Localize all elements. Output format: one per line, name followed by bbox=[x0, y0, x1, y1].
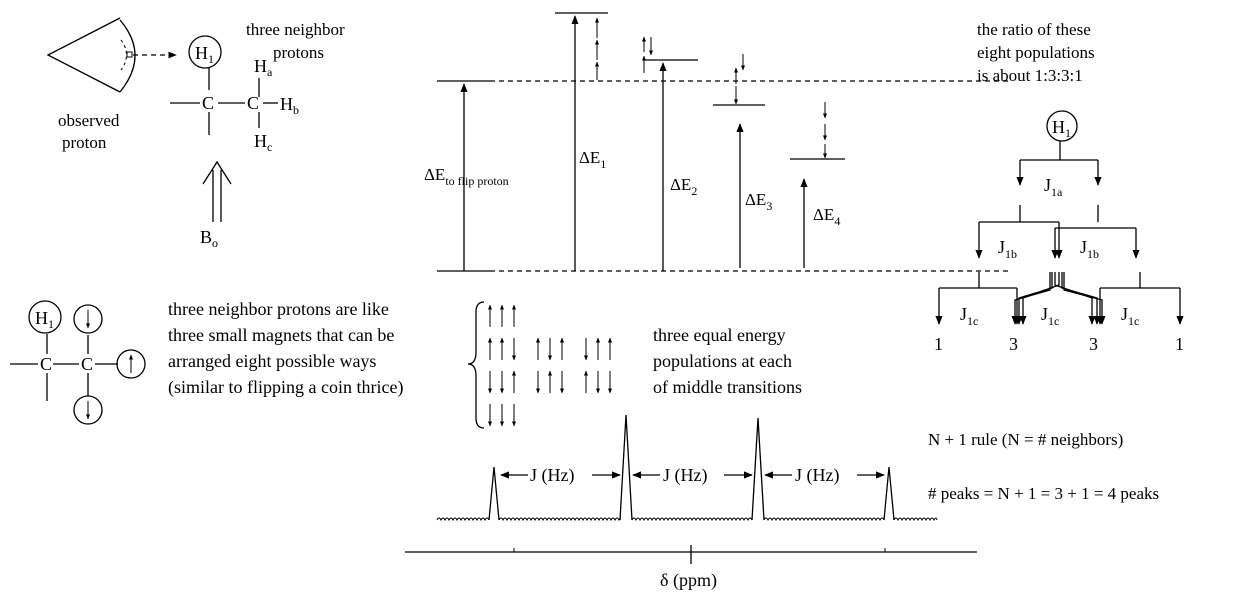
rule-text-2: # peaks = N + 1 = 3 + 1 = 4 peaks bbox=[928, 484, 1159, 503]
j-label-3: J (Hz) bbox=[795, 465, 839, 486]
intensity-1: 1 bbox=[934, 334, 943, 354]
brace-icon bbox=[467, 301, 485, 429]
intensity-2: 3 bbox=[1009, 334, 1018, 354]
j1b-label-left: J bbox=[998, 237, 1005, 257]
ha-atom: H bbox=[254, 56, 267, 76]
svg-text:Hc: Hc bbox=[254, 131, 272, 154]
spectrum-peaks bbox=[488, 414, 895, 521]
h1-atom-2: H bbox=[35, 308, 48, 328]
carbon-1: C bbox=[202, 93, 214, 113]
hb-atom: H bbox=[280, 94, 293, 114]
svg-text:ΔE1: ΔE1 bbox=[579, 148, 606, 171]
svg-text:J1c: J1c bbox=[1041, 304, 1059, 328]
neighbor-label-1: three neighbor bbox=[246, 20, 345, 39]
ratio-text-3: is about 1:3:3:1 bbox=[977, 66, 1083, 85]
svg-text:H1: H1 bbox=[195, 43, 214, 66]
splitting-tree: H1 bbox=[935, 110, 1184, 325]
molecule-bottom: H1 C C bbox=[10, 300, 146, 425]
b0-label: B bbox=[200, 227, 212, 247]
carbon-2: C bbox=[247, 93, 259, 113]
ratio-text-1: the ratio of these bbox=[977, 20, 1091, 39]
svg-text:J1b: J1b bbox=[998, 237, 1017, 261]
delta-e-1: ΔE bbox=[579, 148, 600, 167]
populations-text-2: populations at each bbox=[653, 351, 792, 371]
observed-label-1: observed bbox=[58, 111, 120, 130]
j-label-2: J (Hz) bbox=[663, 465, 707, 486]
spin-configurations bbox=[488, 304, 612, 427]
ratio-text-2: eight populations bbox=[977, 43, 1095, 62]
delta-e-2: ΔE bbox=[670, 175, 691, 194]
svg-text:ΔE2: ΔE2 bbox=[670, 175, 697, 198]
neighbor-label-2: protons bbox=[273, 43, 324, 62]
ppm-axis bbox=[405, 545, 977, 564]
magnets-text-2: three small magnets that can be bbox=[168, 325, 394, 345]
j1a-label: J bbox=[1044, 175, 1051, 195]
svg-text:J1b: J1b bbox=[1080, 237, 1099, 261]
peak-3 bbox=[751, 417, 765, 521]
intensity-4: 1 bbox=[1175, 334, 1184, 354]
svg-text:C: C bbox=[40, 354, 52, 374]
observer-eye-icon bbox=[46, 17, 177, 93]
magnets-text-3: arranged eight possible ways bbox=[168, 351, 376, 371]
svg-text:J1c: J1c bbox=[960, 304, 978, 328]
h1-atom: H bbox=[195, 43, 208, 63]
energy-levels bbox=[437, 12, 1010, 272]
svg-text:H1: H1 bbox=[35, 308, 54, 331]
intensity-3: 3 bbox=[1089, 334, 1098, 354]
h1-atom-tree: H bbox=[1052, 117, 1065, 137]
svg-text:H1: H1 bbox=[1052, 117, 1071, 140]
svg-text:Hb: Hb bbox=[280, 94, 299, 117]
svg-text:ΔEto flip proton: ΔEto flip proton bbox=[424, 165, 509, 188]
observed-label-2: proton bbox=[62, 133, 107, 152]
peak-4 bbox=[883, 466, 895, 521]
magnets-text-1: three neighbor protons are like bbox=[168, 299, 389, 319]
peak-2 bbox=[619, 414, 633, 521]
populations-text-3: of middle transitions bbox=[653, 377, 802, 397]
populations-text-1: three equal energy bbox=[653, 325, 786, 345]
axis-label: δ (ppm) bbox=[660, 570, 717, 591]
delta-e-4: ΔE bbox=[813, 205, 834, 224]
molecule-top: H1 C C Ha Hb Hc bbox=[170, 35, 299, 154]
delta-e-3: ΔE bbox=[745, 190, 766, 209]
svg-text:Bo: Bo bbox=[200, 227, 218, 250]
spectrum-baseline bbox=[436, 517, 938, 522]
j1c-label-2: J bbox=[1041, 304, 1048, 324]
delta-e-flip: ΔE bbox=[424, 165, 445, 184]
j1c-label-3: J bbox=[1121, 304, 1128, 324]
magnets-text-4: (similar to flipping a coin thrice) bbox=[168, 377, 403, 398]
svg-text:J1c: J1c bbox=[1121, 304, 1139, 328]
svg-text:ΔE4: ΔE4 bbox=[813, 205, 840, 228]
hc-atom: H bbox=[254, 131, 267, 151]
svg-text:Ha: Ha bbox=[254, 56, 273, 79]
svg-text:J1a: J1a bbox=[1044, 175, 1063, 199]
field-arrow-icon bbox=[202, 160, 232, 222]
svg-text:ΔE3: ΔE3 bbox=[745, 190, 772, 213]
svg-text:C: C bbox=[81, 354, 93, 374]
j-label-1: J (Hz) bbox=[530, 465, 574, 486]
peak-1 bbox=[488, 466, 500, 521]
spin-states-energy bbox=[595, 17, 827, 159]
j1b-label-right: J bbox=[1080, 237, 1087, 257]
rule-text-1: N + 1 rule (N = # neighbors) bbox=[928, 430, 1123, 449]
j1c-label-1: J bbox=[960, 304, 967, 324]
